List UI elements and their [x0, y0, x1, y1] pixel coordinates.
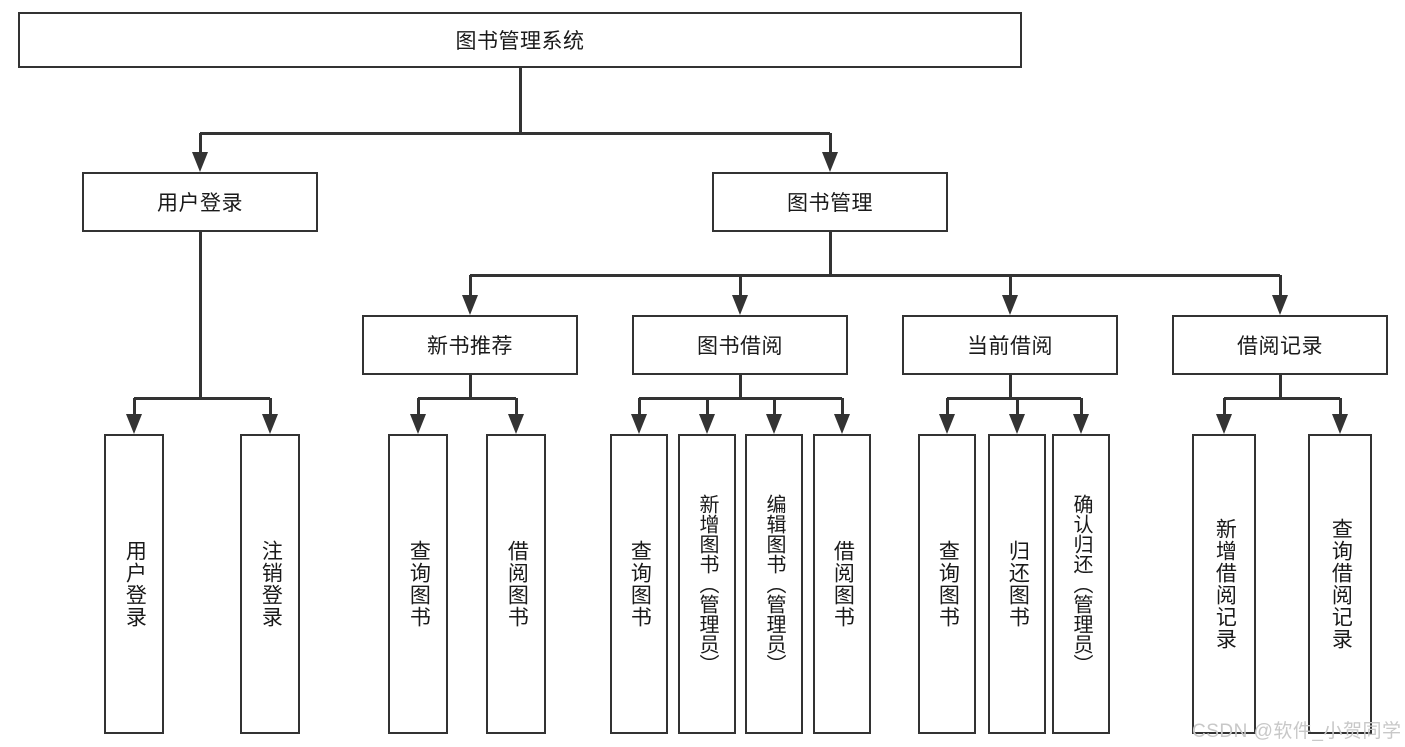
- arrow-to-leaf-2: [410, 414, 426, 434]
- arrow-to-leaf-3: [508, 414, 524, 434]
- connector-leaf-drop-5: [705, 398, 709, 416]
- connector-leaf-drop-9: [1015, 398, 1019, 416]
- node-level3-0: 新书推荐: [362, 315, 578, 375]
- node-leaf-9: 归还图书: [988, 434, 1046, 734]
- node-leaf-4: 查询图书: [610, 434, 668, 734]
- connector-root-drop-0: [198, 133, 202, 154]
- node-leaf-2: 查询图书: [388, 434, 448, 734]
- connector-当前借阅-stem: [1008, 375, 1012, 398]
- connector-leaf-drop-0: [132, 398, 136, 416]
- connector-新书推荐-stem: [468, 375, 472, 398]
- connector-mgmt-stem: [828, 232, 832, 275]
- connector-新书推荐-bar: [418, 396, 516, 400]
- connector-leaf-drop-6: [772, 398, 776, 416]
- arrow-to-leaf-12: [1332, 414, 1348, 434]
- connector-leaf-drop-7: [840, 398, 844, 416]
- connector-用户登录-bar: [134, 396, 270, 400]
- connector-leaf-drop-10: [1079, 398, 1083, 416]
- node-leaf-5: 新增图书（管理员）: [678, 434, 736, 734]
- connector-mgmt-bar: [470, 273, 1280, 277]
- arrow-to-leaf-1: [262, 414, 278, 434]
- watermark: CSDN @软件_小贺同学: [1192, 721, 1402, 742]
- arrow-root-to-level2-1: [822, 152, 838, 172]
- connector-mgmt-drop-0: [468, 275, 472, 297]
- connector-mgmt-drop-3: [1278, 275, 1282, 297]
- connector-mgmt-drop-1: [738, 275, 742, 297]
- connector-root-bar: [200, 131, 830, 135]
- arrow-to-leaf-11: [1216, 414, 1232, 434]
- node-level3-1: 图书借阅: [632, 315, 848, 375]
- connector-用户登录-stem: [198, 232, 202, 398]
- arrow-to-leaf-8: [939, 414, 955, 434]
- connector-借阅记录-bar: [1224, 396, 1340, 400]
- connector-当前借阅-bar: [947, 396, 1081, 400]
- arrow-root-to-level2-0: [192, 152, 208, 172]
- node-leaf-12: 查询借阅记录: [1308, 434, 1372, 734]
- connector-leaf-drop-11: [1222, 398, 1226, 416]
- arrow-mgmt-to-level3-3: [1272, 295, 1288, 315]
- arrow-mgmt-to-level3-1: [732, 295, 748, 315]
- arrow-to-leaf-0: [126, 414, 142, 434]
- connector-mgmt-drop-2: [1008, 275, 1012, 297]
- node-leaf-11: 新增借阅记录: [1192, 434, 1256, 734]
- connector-root-stem: [518, 68, 522, 133]
- node-leaf-6: 编辑图书（管理员）: [745, 434, 803, 734]
- node-leaf-10: 确认归还（管理员）: [1052, 434, 1110, 734]
- arrow-to-leaf-10: [1073, 414, 1089, 434]
- connector-leaf-drop-4: [637, 398, 641, 416]
- node-leaf-7: 借阅图书: [813, 434, 871, 734]
- node-root: 图书管理系统: [18, 12, 1022, 68]
- connector-root-drop-1: [828, 133, 832, 154]
- connector-leaf-drop-8: [945, 398, 949, 416]
- connector-leaf-drop-12: [1338, 398, 1342, 416]
- arrow-to-leaf-5: [699, 414, 715, 434]
- node-leaf-8: 查询图书: [918, 434, 976, 734]
- node-leaf-1: 注销登录: [240, 434, 300, 734]
- arrow-mgmt-to-level3-0: [462, 295, 478, 315]
- connector-leaf-drop-1: [268, 398, 272, 416]
- arrow-to-leaf-7: [834, 414, 850, 434]
- arrow-mgmt-to-level3-2: [1002, 295, 1018, 315]
- connector-借阅记录-stem: [1278, 375, 1282, 398]
- node-leaf-3: 借阅图书: [486, 434, 546, 734]
- arrow-to-leaf-6: [766, 414, 782, 434]
- node-level2-1: 图书管理: [712, 172, 948, 232]
- connector-图书借阅-bar: [639, 396, 842, 400]
- connector-图书借阅-stem: [738, 375, 742, 398]
- node-level3-3: 借阅记录: [1172, 315, 1388, 375]
- connector-leaf-drop-2: [416, 398, 420, 416]
- arrow-to-leaf-9: [1009, 414, 1025, 434]
- node-level2-0: 用户登录: [82, 172, 318, 232]
- node-level3-2: 当前借阅: [902, 315, 1118, 375]
- connector-leaf-drop-3: [514, 398, 518, 416]
- arrow-to-leaf-4: [631, 414, 647, 434]
- node-leaf-0: 用户登录: [104, 434, 164, 734]
